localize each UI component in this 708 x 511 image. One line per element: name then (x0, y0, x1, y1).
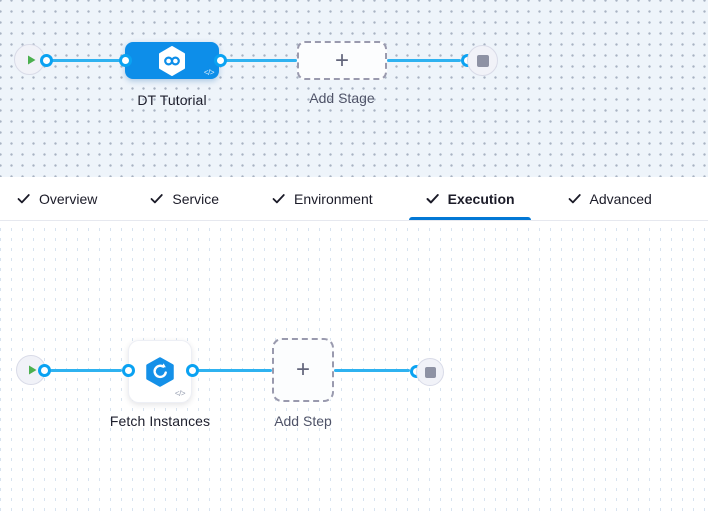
add-step-label: Add Step (274, 413, 332, 429)
port[interactable] (185, 363, 199, 377)
port[interactable] (118, 53, 132, 67)
tab-label: Execution (447, 190, 515, 207)
check-icon (426, 194, 439, 204)
add-stage-button[interactable]: + (297, 41, 387, 80)
add-stage-label: Add Stage (309, 90, 375, 106)
stop-icon (476, 54, 489, 67)
check-icon (150, 194, 164, 204)
edge-line (50, 368, 122, 372)
tab-overview[interactable]: Overview (0, 177, 113, 220)
pipeline-end-node (467, 45, 498, 76)
execution-end-node (416, 358, 444, 386)
tab-label: Environment (294, 190, 373, 207)
stage-graph-canvas[interactable]: </> DT Tutorial + Add Stage (0, 0, 708, 177)
stage-node-dt-tutorial[interactable]: </> (125, 42, 219, 79)
port[interactable] (213, 53, 227, 67)
code-icon: </> (203, 68, 215, 77)
step-node-fetch-instances[interactable]: </> (128, 340, 192, 403)
execution-graph-canvas[interactable]: </> Fetch Instances + Add Step (0, 221, 708, 511)
plus-icon: + (295, 356, 310, 383)
tab-label: Service (172, 190, 220, 207)
edge-line (50, 58, 125, 62)
tab-service[interactable]: Service (133, 177, 235, 220)
edge-line (198, 368, 272, 372)
tab-label: Overview (39, 190, 98, 207)
edge-line (334, 368, 410, 372)
edge-line (387, 58, 461, 62)
stage-node-label: DT Tutorial (137, 92, 207, 108)
stop-icon (424, 366, 436, 378)
cd-stage-icon (159, 45, 185, 76)
check-icon (568, 194, 581, 204)
tab-label: Advanced (589, 190, 652, 207)
step-node-label: Fetch Instances (109, 413, 211, 429)
plus-icon: + (334, 46, 349, 74)
edge-line (220, 58, 297, 62)
tab-environment[interactable]: Environment (255, 177, 389, 220)
stage-config-tabs: Overview Service Environment Execution A… (0, 177, 708, 221)
check-icon (272, 194, 285, 204)
port[interactable] (38, 363, 51, 377)
fetch-instances-icon (146, 356, 174, 387)
code-icon: </> (174, 389, 186, 398)
tab-execution[interactable]: Execution (408, 177, 531, 220)
port[interactable] (39, 53, 53, 67)
add-step-button[interactable]: + (272, 338, 334, 402)
check-icon (17, 194, 30, 204)
tab-advanced[interactable]: Advanced (551, 177, 668, 220)
play-icon (27, 55, 35, 64)
port[interactable] (121, 363, 135, 377)
play-icon (29, 365, 37, 375)
